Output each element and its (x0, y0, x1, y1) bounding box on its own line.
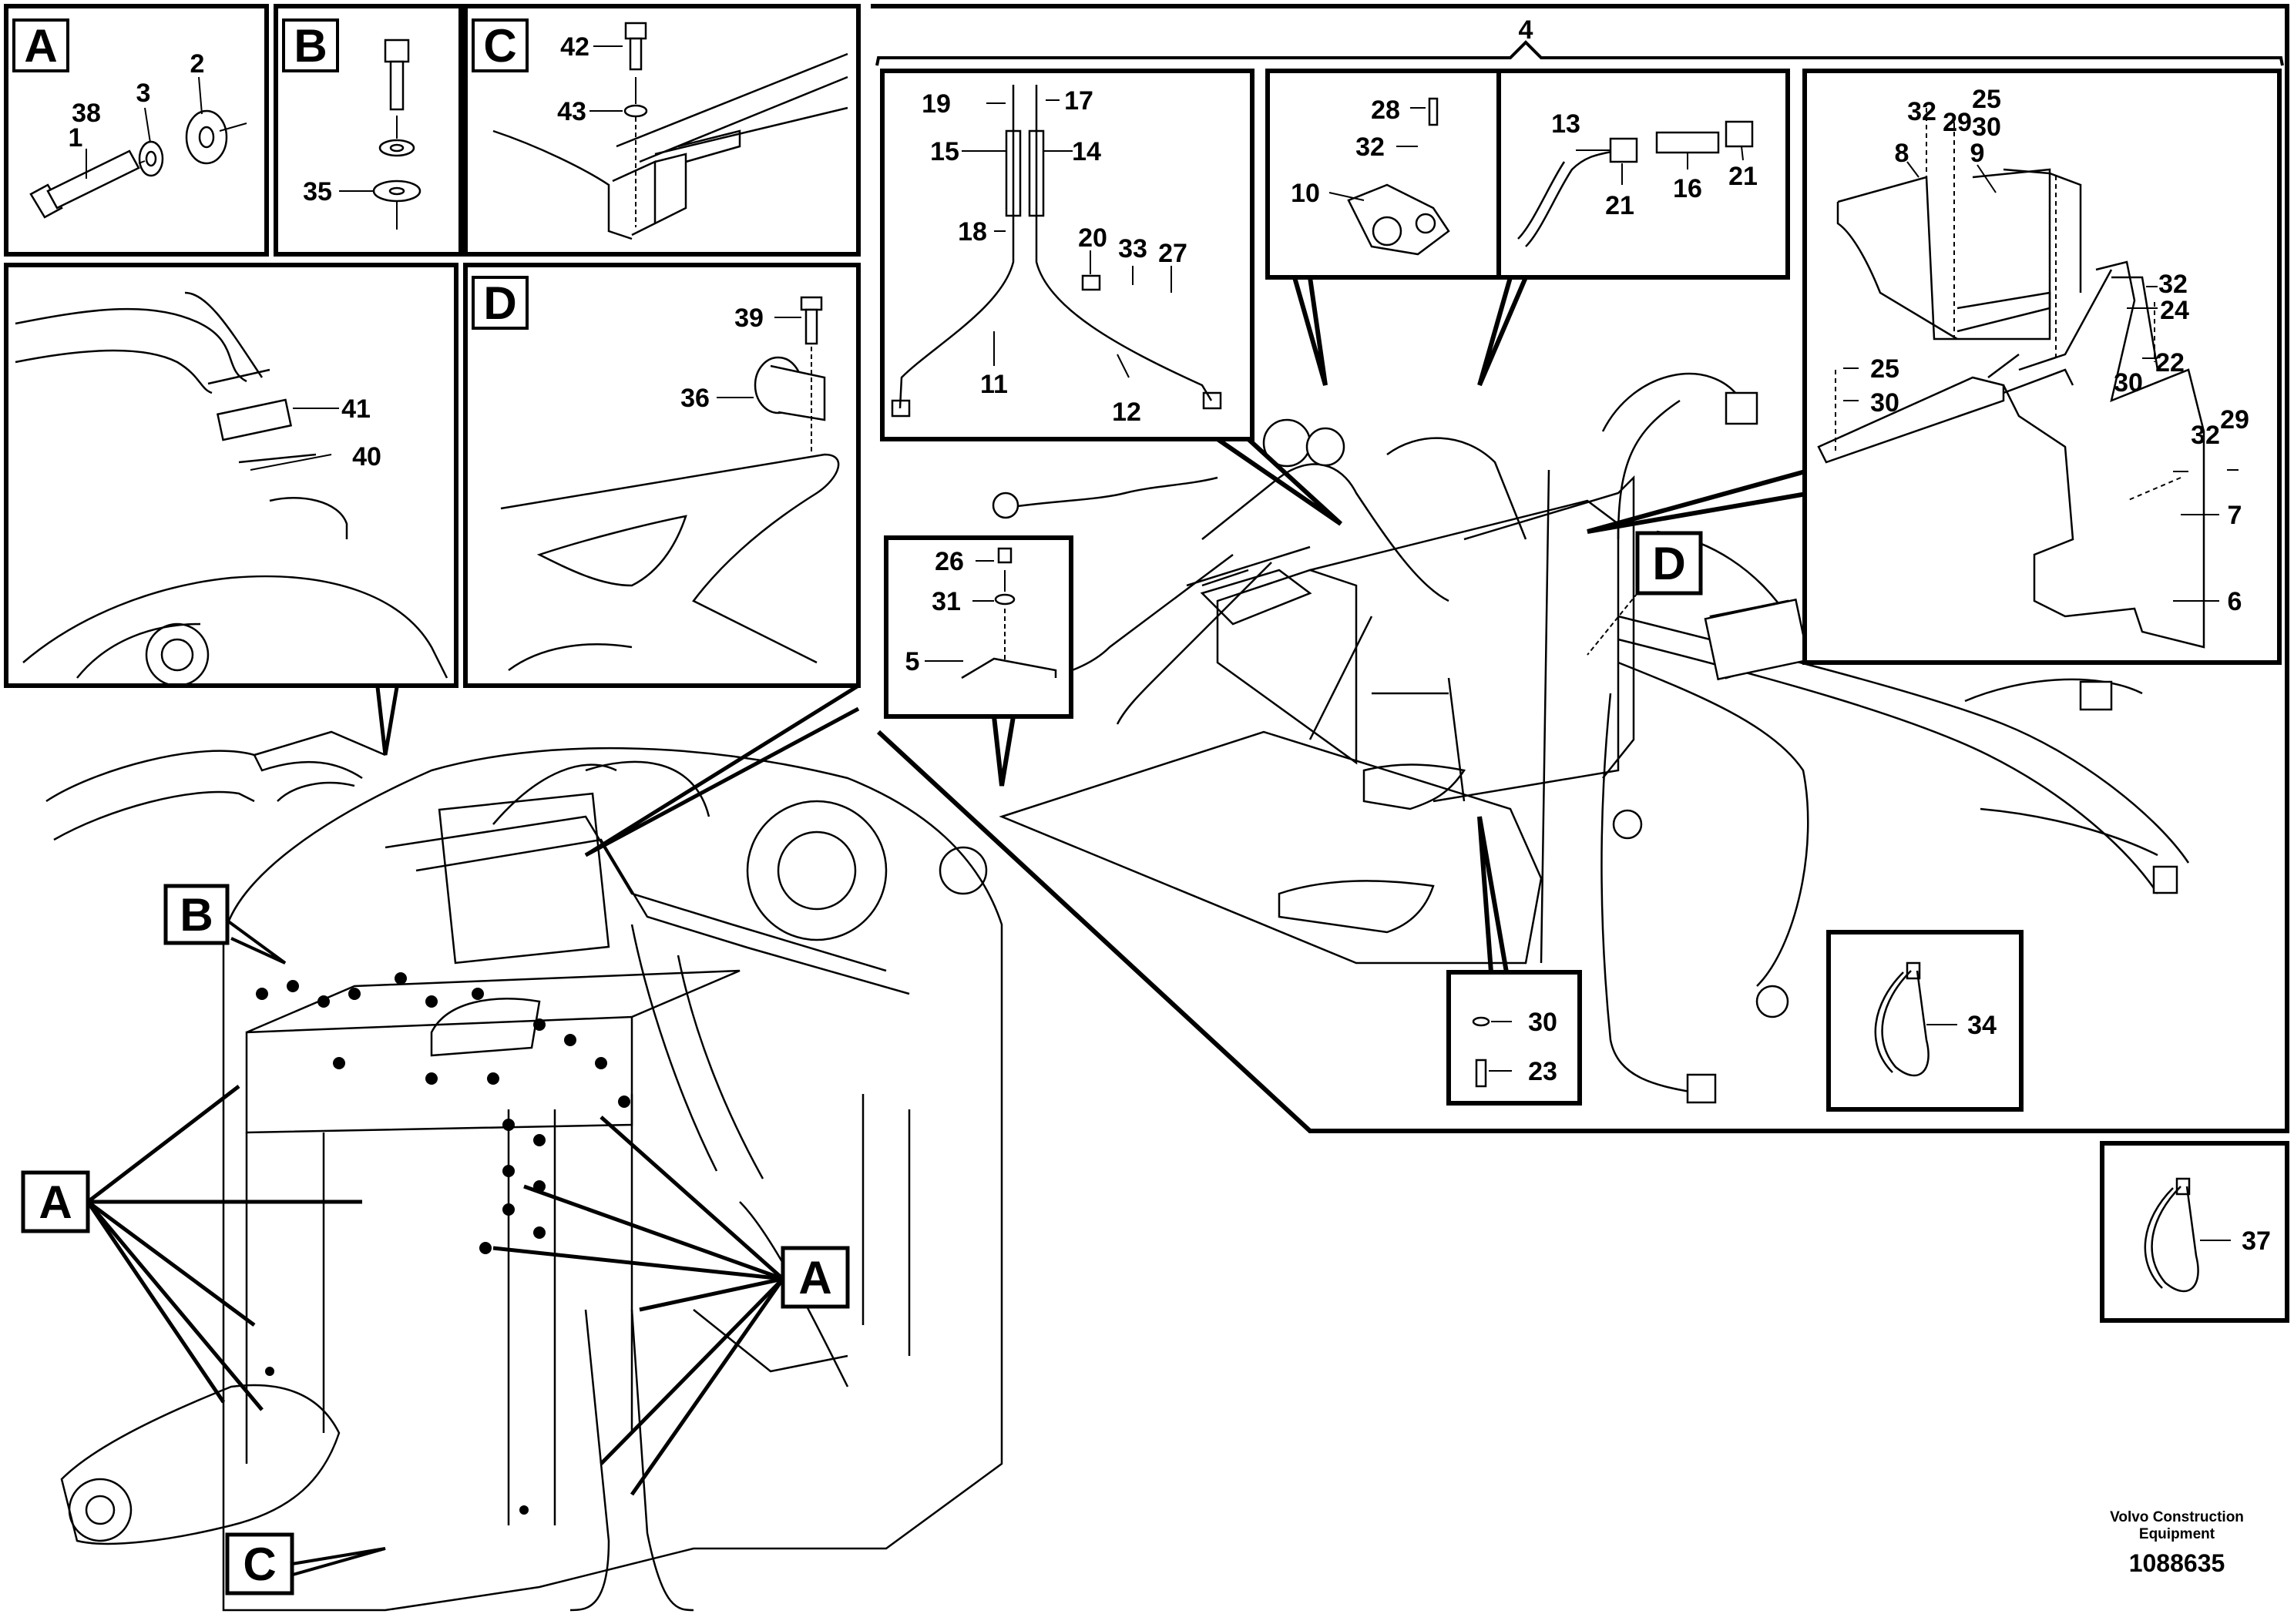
detail-panel-b: B 35 (274, 4, 463, 257)
part-number: 16 (1673, 174, 1702, 203)
part-number: 3 (136, 79, 151, 108)
bolt-icon (29, 149, 140, 219)
part-number: 15 (930, 137, 959, 166)
washer-icon (138, 109, 228, 177)
subassembly-fastener: 26 31 5 (884, 535, 1073, 719)
part-number: 29 (2220, 405, 2249, 435)
part-number: 7 (2228, 501, 2242, 530)
part-number: 36 (680, 384, 710, 413)
bolt-icon (384, 39, 410, 111)
washer-icon (372, 139, 422, 203)
footer: Volvo Construction Equipment 1088635 (2110, 1509, 2244, 1577)
part-number: 38 (72, 99, 101, 128)
part-number: 35 (303, 177, 332, 206)
view-label-d: D (483, 277, 516, 329)
part-number: 30 (1972, 112, 2001, 142)
view-marker-b: B (180, 889, 213, 941)
part-number: 6 (2228, 587, 2242, 616)
subassembly-hoses: 19 17 15 14 18 20 33 27 11 12 (880, 69, 1254, 441)
engine-overview: B A A C (21, 683, 1003, 1612)
view-marker-d: D (1652, 538, 1685, 589)
part-number: 12 (1112, 398, 1141, 427)
part-number: 34 (1967, 1011, 1997, 1040)
part-number: 43 (557, 97, 586, 126)
bolt-icon (623, 22, 648, 118)
subassembly-valve: 28 32 10 (1265, 69, 1501, 280)
subassembly-bracket: 25 30 32 29 8 9 32 24 22 25 30 30 32 29 … (1802, 69, 2282, 665)
exhaust-pipe-icon (15, 291, 448, 687)
part-number: 22 (2155, 348, 2185, 377)
view-marker-c: C (243, 1538, 276, 1590)
connector-icon (992, 391, 2178, 1104)
part-number: 25 (1870, 354, 1899, 384)
part-number: 8 (1895, 139, 1909, 168)
brand-line-1: Volvo Construction (2110, 1509, 2244, 1525)
subassembly-sensor: 13 21 16 21 (1496, 69, 1790, 280)
plate-icon (500, 453, 840, 672)
part-number: 31 (932, 587, 961, 616)
part-number: 42 (560, 32, 589, 62)
part-number: 18 (958, 217, 987, 247)
part-number: 32 (2191, 421, 2220, 450)
detail-cable-tie: 37 (2100, 1141, 2289, 1323)
part-number: 9 (1970, 139, 1985, 168)
part-number: 21 (1605, 191, 1634, 220)
part-number: 30 (1528, 1008, 1557, 1037)
part-number: 27 (1158, 239, 1187, 268)
part-number: 19 (922, 89, 951, 119)
subassembly-screw: 30 23 (1446, 970, 1582, 1106)
part-number: 1 (69, 123, 83, 153)
part-number: 39 (734, 304, 764, 333)
part-number: 41 (341, 394, 371, 424)
subassembly-cable-tie: 34 (1826, 930, 2024, 1112)
part-number: 30 (2114, 368, 2143, 398)
part-number: 32 (1907, 97, 1936, 126)
part-number: 37 (2242, 1226, 2271, 1256)
part-number: 13 (1551, 109, 1580, 139)
view-label-a: A (24, 20, 57, 72)
cable-tie-icon (1874, 961, 1930, 1077)
part-number: 5 (905, 647, 920, 676)
part-number: 32 (1355, 133, 1385, 162)
brand-line-2: Equipment (2139, 1526, 2215, 1542)
drawing-number: 1088635 (2129, 1549, 2225, 1577)
bolt-icon (800, 296, 823, 345)
part-number: 2 (190, 49, 205, 79)
part-number: 25 (1972, 85, 2001, 114)
bracket-icon (492, 52, 848, 240)
view-marker-a-left: A (39, 1176, 72, 1228)
part-number: 29 (1943, 108, 1972, 137)
part-number: 40 (352, 442, 381, 471)
part-number: 14 (1072, 137, 1101, 166)
view-marker-a-right: A (798, 1252, 831, 1304)
part-number: 26 (935, 547, 964, 576)
part-number: 32 (2158, 270, 2188, 299)
part-number: 33 (1118, 234, 1147, 263)
part-number: 11 (980, 370, 1008, 399)
detail-panel-exhaust: 41 40 (4, 263, 458, 688)
assembly-panel-4: 4 (871, 4, 2289, 1133)
part-number: 28 (1371, 96, 1400, 125)
part-number: 20 (1078, 223, 1107, 253)
view-label-c: C (483, 20, 516, 72)
part-number: 10 (1291, 179, 1320, 208)
part-number: 17 (1064, 86, 1093, 116)
part-number: 23 (1528, 1057, 1557, 1086)
detail-panel-c: C 42 43 (463, 4, 861, 257)
part-number: 21 (1728, 162, 1758, 191)
assembly-number: 4 (1519, 15, 1533, 45)
cable-tie-icon (2144, 1177, 2199, 1293)
detail-panel-a: A 38 1 3 2 (4, 4, 269, 257)
view-label-b: B (294, 20, 327, 72)
part-number: 30 (1870, 388, 1899, 418)
detail-panel-d: D 39 36 (463, 263, 861, 688)
part-number: 24 (2160, 296, 2189, 325)
